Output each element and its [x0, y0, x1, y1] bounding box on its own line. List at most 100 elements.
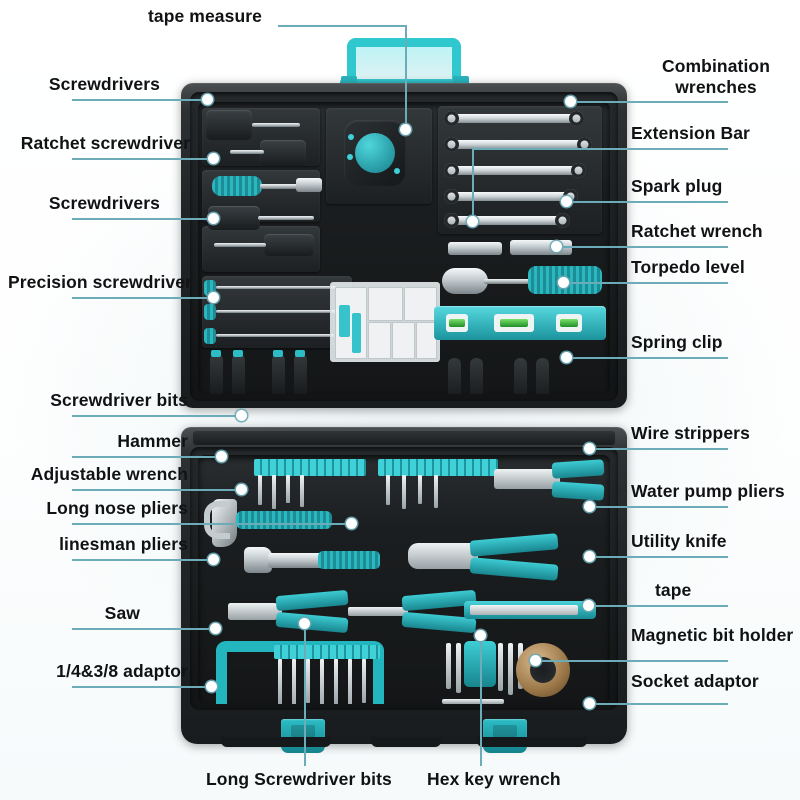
callout-label-long-screwdriver-bits: Long Screwdriver bits: [206, 769, 392, 789]
ratchet-wrench-head: [442, 268, 488, 294]
case-foot: [371, 737, 441, 747]
lead-line-extension-bar-drop: [472, 148, 474, 221]
long-screwdriver-bit: [306, 659, 310, 703]
callout-label-precision-screwdriver: Precision screwdriver: [7, 272, 192, 292]
screwdriver-shaft: [230, 150, 264, 154]
spring-clip: [448, 358, 504, 394]
lead-line-saw: [72, 628, 214, 630]
callout-label-spring-clip: Spring clip: [631, 332, 723, 352]
combination-wrench: [444, 111, 584, 126]
callout-dot-wire-strippers: [584, 443, 595, 454]
callout-dot-magnetic-bit-holder: [530, 655, 541, 666]
screwdriver-bit: [272, 475, 276, 509]
case-latch-right[interactable]: [483, 719, 527, 753]
wire-stripper-grip: [551, 459, 605, 479]
water-pump-pliers: [408, 533, 559, 583]
base-tray: [198, 455, 610, 704]
long-screwdriver-bit: [362, 659, 366, 703]
callout-label-adaptor-14-38: 1/4&3/8 adaptor: [56, 661, 188, 681]
tape-measure-stud: [347, 154, 353, 160]
spring-clip-tip: [273, 350, 283, 357]
callout-dot-saw: [210, 623, 221, 634]
callout-label-long-nose-pliers: Long nose pliers: [46, 498, 188, 518]
screwdriver-handle: [206, 110, 252, 140]
hex-key: [456, 643, 461, 693]
screwdriver-shaft: [214, 243, 266, 247]
lead-line-utility-knife: [590, 556, 728, 558]
lead-line-wire-strippers: [590, 448, 728, 450]
base-bit-rail: [193, 431, 615, 445]
callout-dot-screwdrivers-1: [202, 94, 213, 105]
lead-line-extension-bar: [472, 148, 728, 150]
ratchet-bit-socket: [296, 178, 322, 192]
callout-label-screwdriver-bits: Screwdriver bits: [50, 390, 188, 410]
parts-bin: [368, 322, 391, 359]
water-pump-grip: [469, 557, 559, 581]
long-bit-strip: [274, 645, 380, 659]
callout-label-screwdrivers-1: Screwdrivers: [48, 74, 160, 94]
callout-label-extension-bar: Extension Bar: [631, 123, 750, 143]
ratchet-screwdriver-grip: [212, 176, 262, 196]
combination-wrench: [444, 213, 570, 228]
linesman-jaw: [228, 603, 282, 620]
spring-clip-arm: [272, 354, 285, 394]
level-vial: [494, 314, 534, 332]
lead-line-long-screwdriver-bits: [304, 624, 306, 766]
parts-bin: [404, 287, 437, 321]
callout-label-saw: Saw: [104, 603, 140, 623]
long-nose-pliers: [348, 589, 477, 634]
lead-line-linesman-pliers: [72, 559, 212, 561]
callout-label-tape: tape: [655, 580, 692, 600]
hammer-claw: [204, 501, 230, 539]
callout-label-combination-wrenches: Combination wrenches: [661, 56, 771, 97]
hex-key: [446, 643, 451, 689]
callout-dot-screwdriver-bits: [236, 410, 247, 421]
spring-clip-tip: [233, 350, 243, 357]
lead-line-spark-plug: [566, 201, 728, 203]
spring-clip: [272, 350, 328, 394]
screwdriver-bit: [300, 475, 304, 507]
case-base: [181, 427, 627, 753]
plastic-anchor: [339, 305, 350, 337]
callout-dot-long-nose-pliers: [346, 518, 357, 529]
callout-dot-adaptor-14-38: [206, 681, 217, 692]
callout-label-ratchet-wrench: Ratchet wrench: [631, 221, 763, 241]
callout-label-screwdrivers-2: Screwdrivers: [48, 193, 160, 213]
callout-dot-water-pump-pliers: [584, 501, 595, 512]
spring-clip-arm: [514, 358, 527, 394]
callout-dot-screwdrivers-2: [208, 213, 219, 224]
torpedo-level: [434, 306, 606, 340]
callout-label-wire-strippers: Wire strippers: [631, 423, 750, 443]
linesman-grip: [275, 611, 349, 634]
callout-label-water-pump-pliers: Water pump pliers: [631, 481, 785, 501]
screwdriver-shaft: [258, 216, 314, 220]
precision-screwdriver-grip: [204, 304, 216, 320]
lead-line-adjustable-wrench: [72, 489, 240, 491]
lid-tray: [198, 102, 610, 394]
callout-label-adjustable-wrench: Adjustable wrench: [30, 464, 188, 484]
utility-knife: [464, 601, 596, 619]
callout-dot-torpedo-level: [558, 277, 569, 288]
water-pump-jaw: [408, 543, 478, 569]
screwdriver-bit: [434, 475, 438, 508]
lead-line-screwdrivers-1: [72, 99, 206, 101]
callout-label-socket-adaptor: Socket adaptor: [631, 671, 759, 691]
callout-label-spark-plug: Spark plug: [631, 176, 723, 196]
callout-dot-long-screwdriver-bits: [299, 618, 310, 629]
spring-clip: [514, 358, 570, 394]
screwdriver-bit-strip: [378, 459, 498, 476]
lead-line-ratchet-wrench: [557, 246, 728, 248]
precision-screwdriver-grip: [204, 328, 216, 344]
lead-line-hex-key-wrench: [480, 636, 482, 766]
water-pump-grip: [469, 533, 559, 557]
lead-line-combination-wrenches: [570, 101, 728, 103]
extension-bar: [448, 242, 502, 255]
case-latch-left[interactable]: [281, 719, 325, 753]
wire-stripper-jaw: [494, 469, 560, 489]
callout-label-hammer: Hammer: [117, 431, 188, 451]
callout-dot-hex-key-wrench: [475, 630, 486, 641]
callout-dot-combination-wrenches: [565, 96, 576, 107]
screwdriver-shaft: [252, 123, 300, 127]
lead-line-screwdrivers-2: [72, 218, 212, 220]
